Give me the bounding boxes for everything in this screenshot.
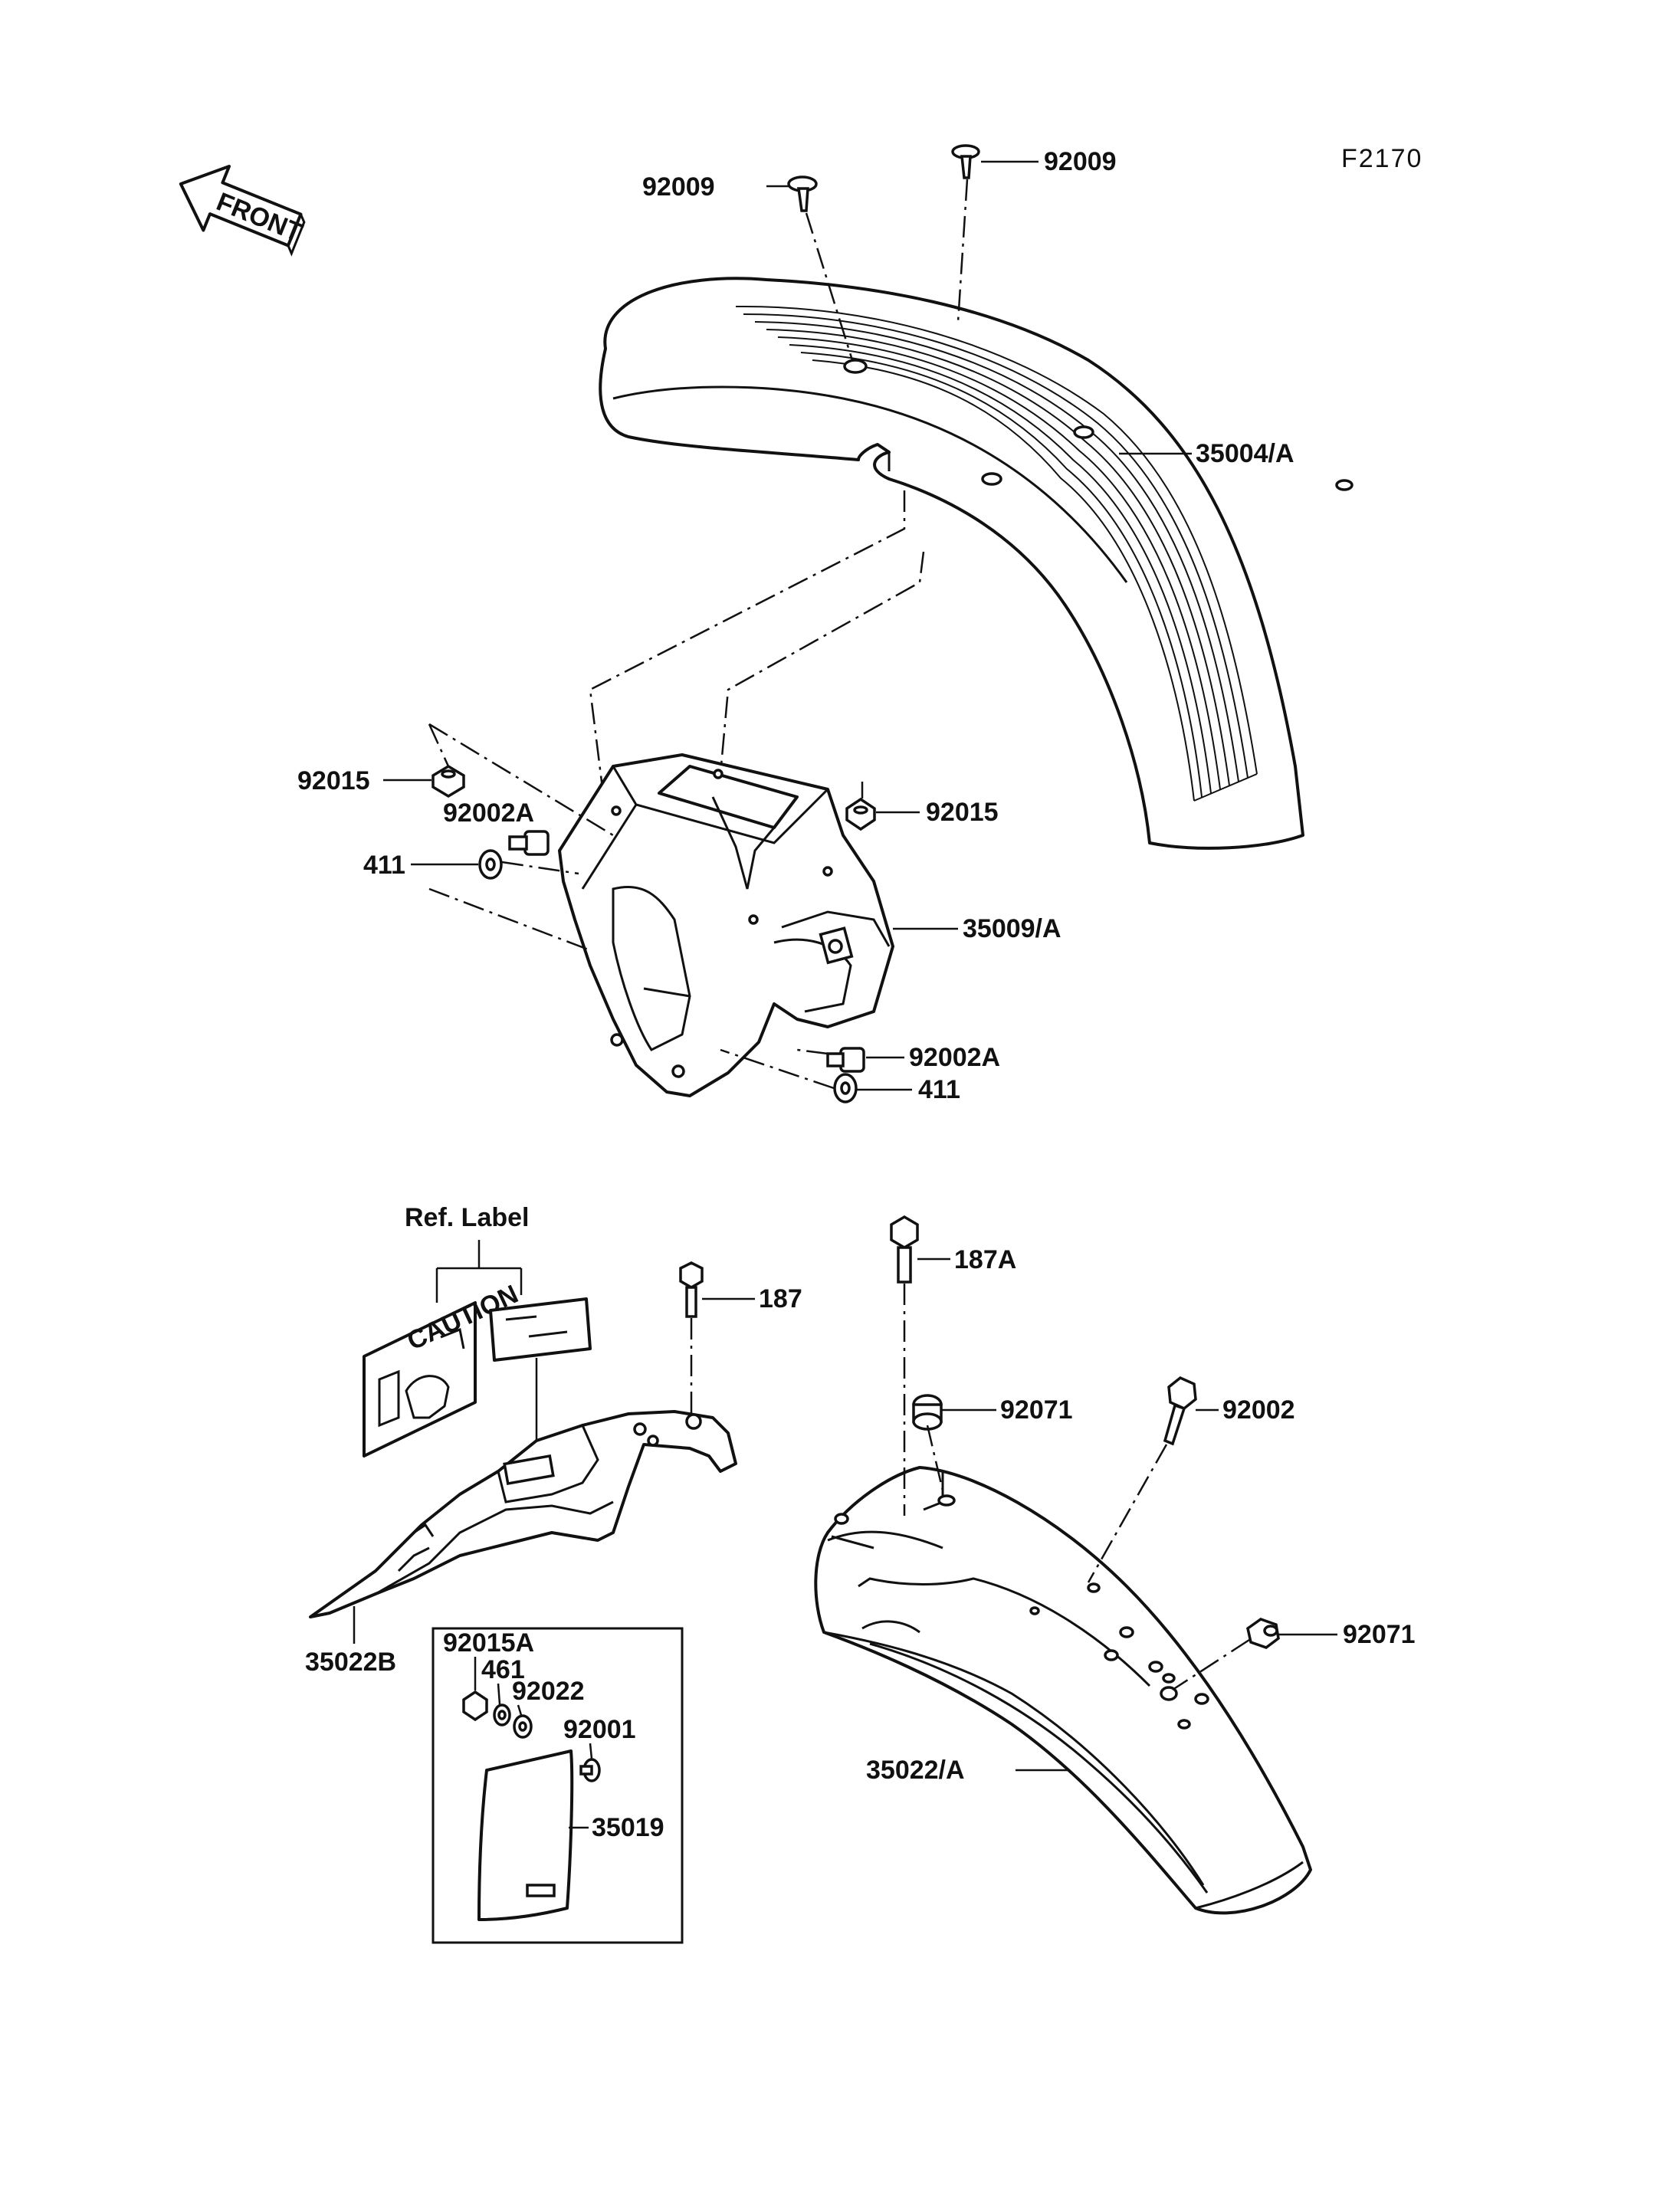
- bolt-92002a-left-icon: [508, 830, 550, 856]
- license-plate-inset: 92015A 461 92022 92001 35019: [431, 1627, 684, 1944]
- nut-92015a-icon: [462, 1690, 488, 1722]
- bolt-92002-icon: [1163, 1376, 1197, 1446]
- plate-35019: [477, 1749, 574, 1921]
- bolt-187-icon: [679, 1261, 704, 1318]
- label-92022: 92022: [512, 1677, 585, 1706]
- label-461: 461: [481, 1655, 525, 1684]
- screw-92009-left-icon: [787, 175, 818, 212]
- label-35022b: 35022B: [305, 1648, 396, 1677]
- washer-411-right-icon: [833, 1073, 858, 1103]
- label-187a: 187A: [954, 1245, 1016, 1274]
- caution-label: CAUTION: [363, 1280, 523, 1458]
- nut-92071-side-icon: [1246, 1618, 1280, 1649]
- figure-code: F2170: [1341, 144, 1422, 173]
- label-92015-left: 92015: [297, 766, 370, 795]
- label-35019: 35019: [592, 1813, 664, 1842]
- nut-92015-left-icon: [431, 764, 465, 798]
- label-411-right: 411: [918, 1075, 960, 1104]
- nut-92071-top-icon: [912, 1394, 943, 1431]
- label-187: 187: [759, 1284, 802, 1313]
- ref-label-title: Ref. Label: [405, 1203, 529, 1232]
- label-92002: 92002: [1222, 1395, 1295, 1425]
- bolt-92002a-right-icon: [826, 1047, 865, 1073]
- label-35009a: 35009/A: [963, 914, 1061, 943]
- label-92071-top: 92071: [1000, 1395, 1073, 1425]
- washer-411-left-icon: [478, 849, 503, 880]
- label-92071-side: 92071: [1343, 1620, 1416, 1649]
- front-arrow-icon: FRONT: [179, 165, 307, 257]
- label-92015a: 92015A: [443, 1628, 534, 1658]
- nut-92015-right-icon: [845, 797, 876, 831]
- bolt-187a-icon: [890, 1215, 919, 1284]
- rear-fender-35022a: [814, 1466, 1312, 1915]
- front-fender-35004a: [599, 277, 1354, 850]
- washer-461-icon: [493, 1703, 511, 1726]
- bolt-92001-icon: [579, 1758, 601, 1782]
- rear-fender-flap-35022b: [309, 1410, 737, 1618]
- label-92009-left: 92009: [642, 172, 715, 202]
- label-92015-right: 92015: [926, 798, 999, 827]
- label-411-left: 411: [363, 851, 405, 880]
- label-92002a-left: 92002A: [443, 798, 534, 828]
- label-92001: 92001: [563, 1715, 636, 1744]
- label-92002a-right: 92002A: [909, 1043, 1000, 1072]
- screw-92009-right-icon: [951, 144, 980, 179]
- warning-label: [489, 1297, 592, 1362]
- label-92009-right: 92009: [1044, 147, 1117, 176]
- label-35022a: 35022/A: [866, 1756, 965, 1785]
- fender-bracket-35009a: [558, 753, 894, 1097]
- label-35004a: 35004/A: [1196, 439, 1294, 468]
- fender-stripe: [735, 305, 1258, 802]
- washer-92022-icon: [513, 1714, 533, 1739]
